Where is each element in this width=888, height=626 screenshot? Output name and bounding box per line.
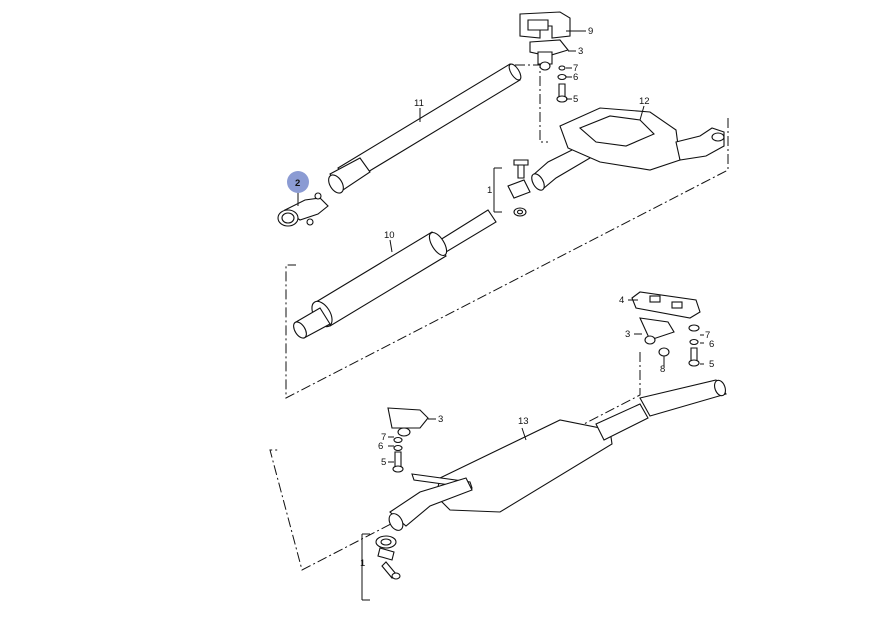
label-11: 11	[414, 98, 424, 109]
label-10: 10	[384, 230, 395, 241]
leader-lines	[297, 30, 704, 601]
clamp-group-1-upper	[507, 159, 531, 217]
label-6-top: 6	[573, 72, 578, 83]
rear-silencer-13	[388, 379, 727, 531]
label-1-lower: 1	[360, 558, 365, 569]
label-5-right: 5	[709, 359, 714, 370]
upper-carrier-bracket-9	[519, 11, 571, 103]
center-silencer-10	[293, 209, 497, 339]
rear-hanger-group	[631, 291, 701, 367]
label-7-top: 7	[573, 63, 578, 74]
label-5-top: 5	[573, 94, 578, 105]
label-9: 9	[588, 26, 593, 37]
part-labels: 9 3 7 6 5 11 12 1 2 10 4 3 7 6 8 5 3 13 …	[295, 26, 714, 569]
catalytic-converter-12	[531, 107, 725, 191]
callout-highlight	[287, 171, 309, 193]
label-3-top: 3	[578, 46, 583, 57]
label-3-middle: 3	[438, 414, 443, 425]
label-6-right: 6	[709, 339, 714, 350]
label-4: 4	[619, 295, 624, 306]
label-6-middle: 6	[378, 441, 383, 452]
assembly-boundary-lines	[269, 64, 729, 571]
label-12: 12	[639, 96, 650, 107]
label-13: 13	[518, 416, 529, 427]
middle-hanger-group	[387, 407, 429, 473]
label-2: 2	[295, 178, 300, 189]
clamp-2	[277, 192, 329, 227]
label-1-upper: 1	[487, 185, 492, 196]
label-8: 8	[660, 364, 665, 375]
label-5-middle: 5	[381, 457, 386, 468]
label-7-right: 7	[705, 330, 710, 341]
label-7-middle: 7	[381, 432, 386, 443]
label-3-right: 3	[625, 329, 630, 340]
clamp-group-1-lower	[375, 535, 401, 580]
front-pipe-11	[328, 63, 522, 194]
